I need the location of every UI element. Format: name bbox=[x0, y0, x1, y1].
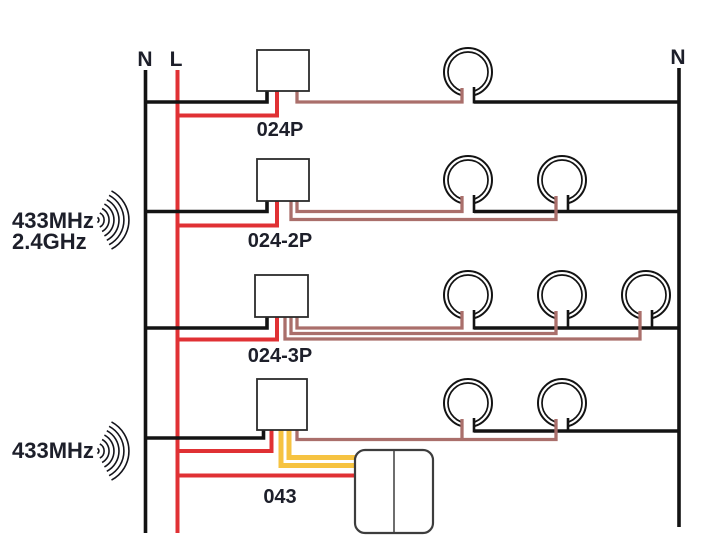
lamp-icon bbox=[443, 378, 493, 433]
neutral-branch bbox=[145, 201, 269, 214]
right-neutral-label: N bbox=[670, 46, 685, 69]
row-024p-wires bbox=[145, 91, 679, 118]
live-branch bbox=[177, 430, 274, 453]
row-043-wires bbox=[145, 429, 679, 478]
module-label-024-2p: 024-2P bbox=[248, 230, 313, 252]
radio-waves-icon bbox=[96, 190, 130, 250]
module-label-024p: 024P bbox=[257, 119, 304, 141]
lamp-icon bbox=[537, 155, 587, 213]
module-043-box bbox=[256, 378, 308, 431]
row-024-2p-wires bbox=[145, 201, 679, 228]
module-label-024-3p: 024-3P bbox=[248, 345, 313, 367]
radio-waves-icon bbox=[96, 421, 130, 481]
frequency-label-433mhz: 433MHz bbox=[12, 438, 94, 463]
switch-wire-2 bbox=[286, 430, 358, 460]
lamp-icon bbox=[443, 270, 493, 330]
wall-switch bbox=[353, 448, 435, 535]
lamp-icon bbox=[537, 270, 587, 330]
module-label-043: 043 bbox=[263, 486, 296, 508]
neutral-branch bbox=[145, 430, 266, 440]
lamp-icon bbox=[443, 47, 493, 104]
frequency-label-433mhz: 433MHz bbox=[12, 208, 94, 233]
left-neutral-label: N bbox=[137, 48, 152, 71]
module-024-3p-box bbox=[254, 274, 309, 318]
live-label: L bbox=[170, 48, 183, 71]
module-024-2p-box bbox=[256, 158, 310, 202]
switch-wire-1 bbox=[278, 430, 358, 468]
live-branch bbox=[177, 317, 279, 342]
load-wires bbox=[283, 88, 642, 442]
live-branch bbox=[177, 91, 279, 118]
lamp-icon bbox=[621, 270, 671, 330]
lamp-icon bbox=[443, 155, 493, 213]
frequency-label-24ghz: 2.4GHz bbox=[12, 229, 87, 254]
module-024p-box bbox=[256, 49, 310, 92]
live-branch bbox=[177, 201, 279, 228]
neutral-branch bbox=[145, 91, 269, 104]
lamp-icon bbox=[537, 378, 587, 433]
row-024-3p-wires bbox=[145, 317, 679, 342]
neutral-branch bbox=[145, 317, 269, 330]
